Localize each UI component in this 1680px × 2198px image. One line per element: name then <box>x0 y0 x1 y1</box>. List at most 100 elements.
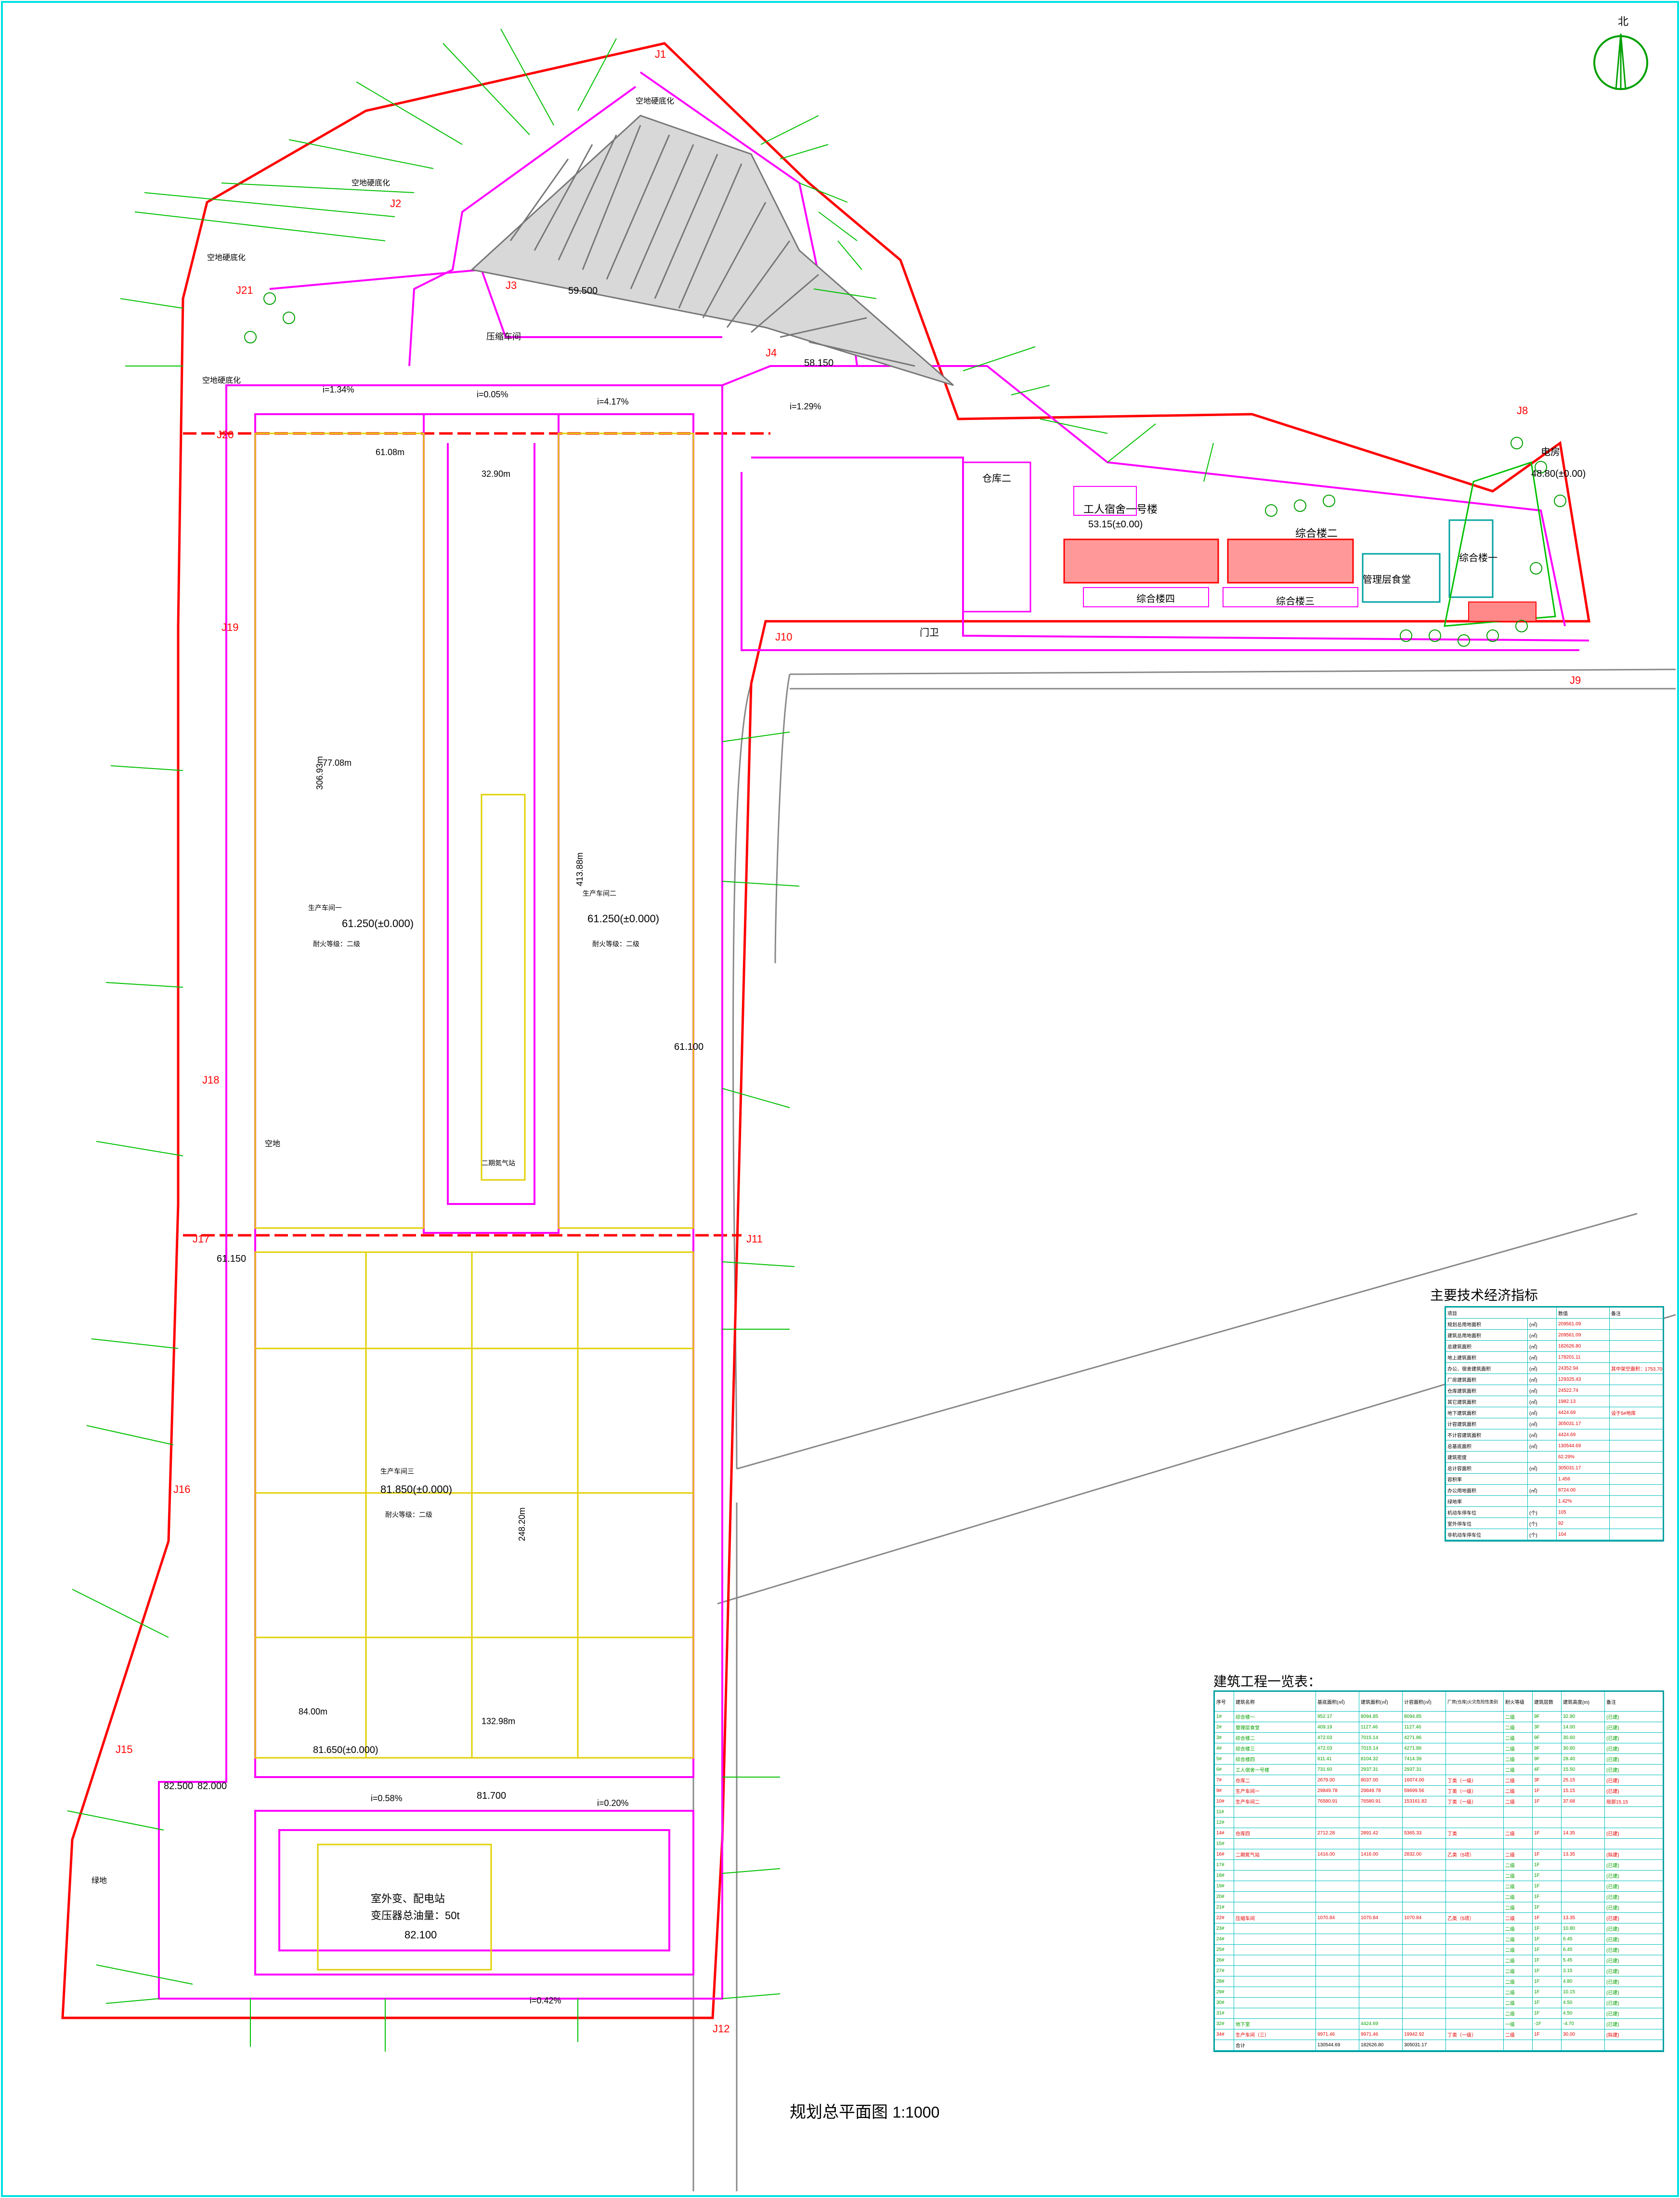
bld-footprint: 9971.46 <box>1316 2029 1359 2040</box>
bld-far-area <box>1403 1945 1446 1955</box>
bld-area: 4424.69 <box>1359 2019 1403 2029</box>
bld-footprint: 76580.91 <box>1316 1796 1359 1806</box>
tech-header-item: 项目 <box>1446 1308 1557 1318</box>
bld-floors: 1F <box>1533 1976 1562 1987</box>
buildings <box>254 432 694 1971</box>
bld-fire-grade: 二级 <box>1504 1934 1533 1944</box>
bld-floors: 9F <box>1533 1743 1562 1753</box>
bld-far-area: 1070.84 <box>1403 1913 1446 1923</box>
bld-no: 23# <box>1215 1923 1234 1934</box>
bld-header-fire-class: 厂房(仓库)火灾危险性类别 <box>1446 1692 1504 1711</box>
bld-fire-class: 乙类（5项） <box>1446 1913 1504 1923</box>
bld-footprint <box>1316 1881 1359 1891</box>
bld-floors: 1F <box>1533 1881 1562 1891</box>
bld-footprint: 2679.00 <box>1316 1775 1359 1785</box>
bld-footprint <box>1316 2019 1359 2029</box>
bld-footprint: 472.03 <box>1316 1743 1359 1753</box>
bld-floors <box>1533 1818 1562 1828</box>
bld-height: 13.35 <box>1562 1913 1605 1923</box>
bld-far-area <box>1403 2008 1446 2018</box>
bld-floors: 1F <box>1533 1871 1562 1881</box>
bld-note: (已建) <box>1606 1789 1619 1794</box>
label-gate: 门卫 <box>920 627 939 638</box>
tech-unit <box>1528 1496 1557 1506</box>
tech-unit: (㎡) <box>1528 1429 1557 1440</box>
tech-note <box>1610 1385 1663 1396</box>
label-complex4: 综合楼四 <box>1136 593 1175 604</box>
bld-floors: 1F <box>1533 1955 1562 1965</box>
bld-fire-class <box>1446 1712 1504 1722</box>
marker-j20: J20 <box>217 429 234 441</box>
label-substation: 室外变、配电站 <box>371 1893 445 1905</box>
tech-note: 其中架空面积：1753.70㎡ <box>1611 1366 1663 1372</box>
bld-footprint <box>1316 1807 1359 1817</box>
bld-fire-grade: 二级 <box>1504 1871 1533 1881</box>
bld-fire-class <box>1446 1733 1504 1743</box>
bld-far-area <box>1403 1923 1446 1934</box>
label-dorm-elev: 53.15(±0.00) <box>1088 519 1143 530</box>
bld-fire-class: 丁类（一级） <box>1446 1786 1504 1796</box>
bld-name <box>1234 1945 1316 1955</box>
tech-value: 1.42% <box>1557 1496 1610 1506</box>
label-dim-61: 61.08m <box>376 447 404 457</box>
label-ground-6115: 61.150 <box>217 1254 246 1264</box>
bld-floors: 1F <box>1533 1849 1562 1859</box>
bld-height: 6.45 <box>1562 1934 1605 1944</box>
building-table-row: 11# <box>1215 1807 1663 1818</box>
bld-name <box>1234 1955 1316 1965</box>
bld-note: (已建) <box>1606 1863 1619 1869</box>
label-fire-plant3: 耐火等级：二级 <box>385 1511 432 1518</box>
label-complex2: 综合楼二 <box>1295 527 1338 539</box>
bld-floors: 1F <box>1533 1966 1562 1976</box>
bld-area: 8094.85 <box>1359 1712 1403 1722</box>
bld-fire-grade: 一级 <box>1504 2019 1533 2029</box>
bld-fire-class <box>1446 1860 1504 1870</box>
label-dim-248: 248.20m <box>517 1507 527 1541</box>
bld-fire-class <box>1446 1892 1504 1902</box>
bld-footprint <box>1316 1871 1359 1881</box>
bld-footprint <box>1316 1955 1359 1965</box>
bld-name: 管理层食堂 <box>1234 1722 1316 1732</box>
bld-height <box>1562 1839 1605 1849</box>
bld-fire-grade: 二级 <box>1504 1743 1533 1753</box>
bld-name: 地下室 <box>1234 2019 1316 2029</box>
bld-fire-grade: 二级 <box>1504 1955 1533 1965</box>
bld-name <box>1234 2008 1316 2018</box>
bld-area: 8104.32 <box>1359 1754 1403 1764</box>
tech-unit: (㎡) <box>1528 1352 1557 1362</box>
bld-height: 14.00 <box>1562 1722 1605 1732</box>
bld-footprint: 952.17 <box>1316 1712 1359 1722</box>
building-table: 序号 建筑名称 基底面积(㎡) 建筑面积(㎡) 计容面积(㎡) 厂房(仓库)火灾… <box>1213 1690 1664 2052</box>
bld-note: (已建) <box>1606 1906 1619 1911</box>
bld-no: 11# <box>1215 1807 1234 1817</box>
label-ground-5815: 58.150 <box>804 358 833 368</box>
bld-no: 31# <box>1215 2008 1234 2018</box>
bld-footprint: 731.60 <box>1316 1765 1359 1775</box>
tech-item: 办公用地面积 <box>1446 1485 1528 1495</box>
bld-area <box>1359 1860 1403 1870</box>
bld-area: 76580.91 <box>1359 1796 1403 1806</box>
bld-header-height: 建筑高度(m) <box>1562 1692 1605 1711</box>
bld-area: 29849.78 <box>1359 1786 1403 1796</box>
bld-floors: 1F <box>1533 1892 1562 1902</box>
tech-note <box>1610 1474 1663 1484</box>
bld-no: 34# <box>1215 2029 1234 2040</box>
drawing-scale: 1:1000 <box>892 2104 940 2121</box>
tech-item: 地下建筑面积 <box>1446 1407 1528 1418</box>
bld-fire-class <box>1446 1754 1504 1764</box>
marker-j10: J10 <box>775 631 792 643</box>
bld-fire-grade: 二级 <box>1504 1881 1533 1891</box>
tech-table-row: 办公用地面积(㎡)8724.00 <box>1446 1485 1663 1496</box>
bld-far-area <box>1403 1818 1446 1828</box>
tech-unit: (㎡) <box>1528 1385 1557 1396</box>
bld-far-area <box>1403 1902 1446 1912</box>
bld-fire-grade <box>1504 1818 1533 1828</box>
